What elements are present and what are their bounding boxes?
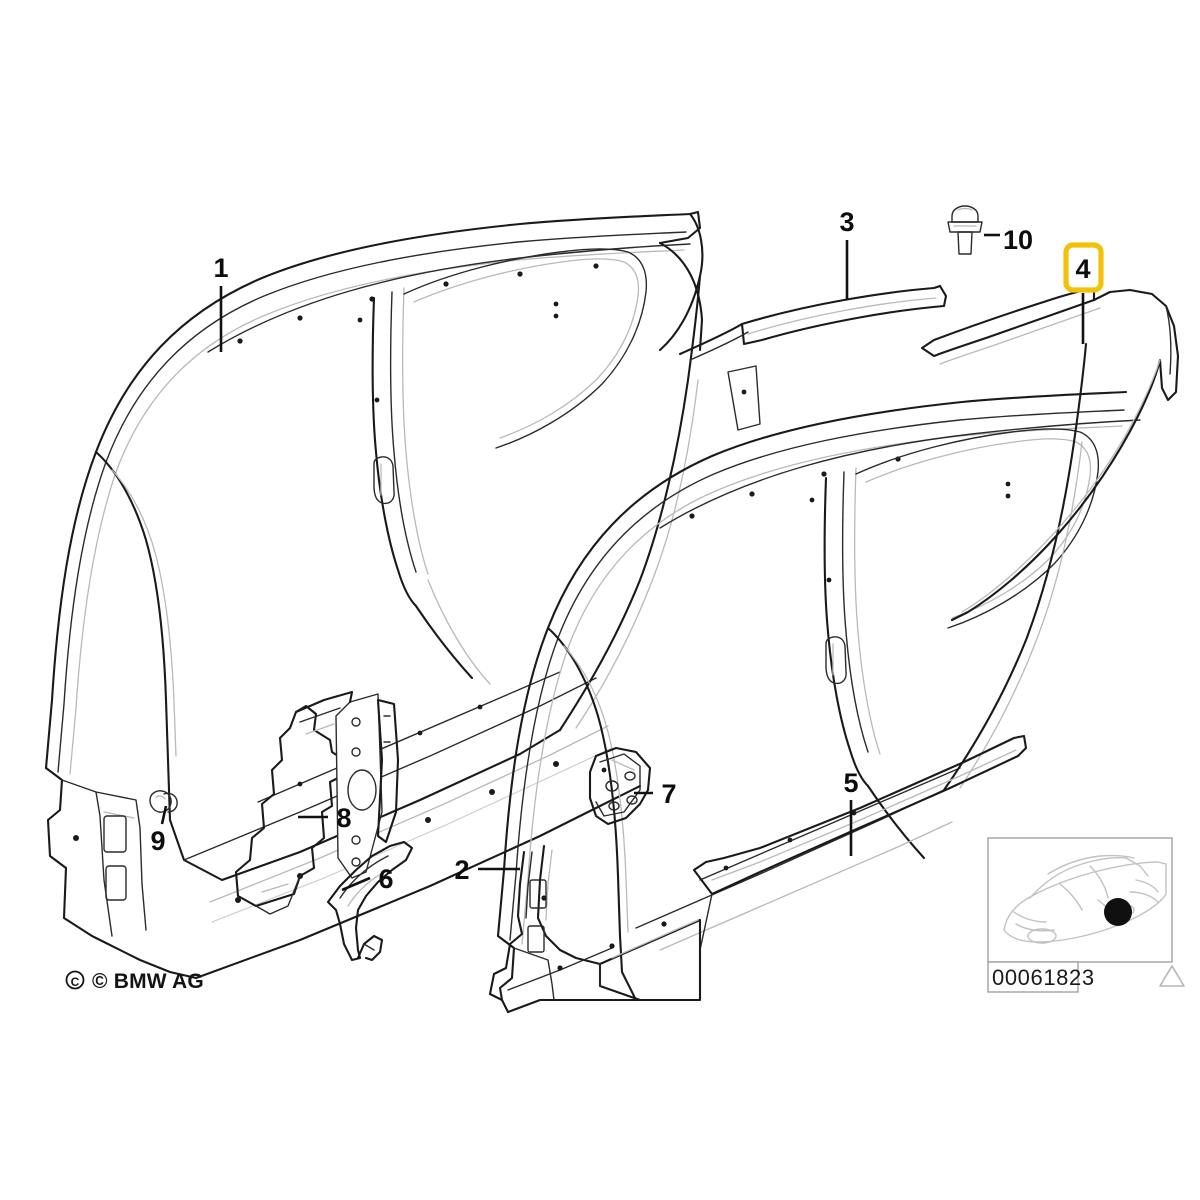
- part-reinforcement-curved-bracket: [326, 840, 414, 962]
- callout-8[interactable]: 8: [336, 803, 351, 833]
- copyright-symbol-icon: [65, 970, 85, 990]
- part-body-side-frame-left: [44, 210, 704, 980]
- callout-3[interactable]: 3: [839, 207, 854, 237]
- callout-7[interactable]: 7: [661, 779, 676, 809]
- callout-4-highlight[interactable]: 4: [1063, 242, 1104, 293]
- callout-leader-lines: [160, 233, 1085, 892]
- callout-9[interactable]: 9: [150, 826, 165, 856]
- callout-10[interactable]: 10: [1003, 225, 1033, 255]
- copyright-text: © BMW AG: [92, 970, 204, 993]
- part-mounting-bracket-plate: [588, 746, 652, 826]
- leader-line-6: [341, 876, 371, 892]
- part-quarter-panel-outer: [920, 285, 1180, 622]
- part-a-pillar-reinforcement-panel: [234, 690, 400, 915]
- reference-location-dot: [1104, 898, 1132, 926]
- callout-2[interactable]: 2: [454, 855, 469, 885]
- leader-line-9: [160, 805, 168, 825]
- callout-labels: 1 2 3 5 6 7 8 9 10: [150, 207, 1033, 894]
- copyright-c-glyph: C: [71, 975, 80, 989]
- reference-number-box: [987, 961, 1079, 993]
- callout-5[interactable]: 5: [843, 768, 858, 798]
- callout-4-highlight-box: [1063, 242, 1104, 293]
- part-a-pillar-inner-left: [488, 844, 702, 1014]
- reference-box: 00061823: [987, 837, 1185, 993]
- part-grommet-plug: [149, 790, 178, 813]
- callout-4[interactable]: 4: [1075, 254, 1090, 284]
- reference-box-frame: [987, 837, 1173, 963]
- orientation-triangle-icon: [1159, 965, 1185, 987]
- callout-6[interactable]: 6: [378, 864, 393, 894]
- part-bolt-screw: [947, 205, 983, 255]
- reference-car-illustration: [1003, 854, 1167, 944]
- reference-number-text: 00061823: [992, 965, 1095, 990]
- callout-1[interactable]: 1: [213, 253, 228, 283]
- copyright-notice: C © BMW AG: [65, 970, 204, 993]
